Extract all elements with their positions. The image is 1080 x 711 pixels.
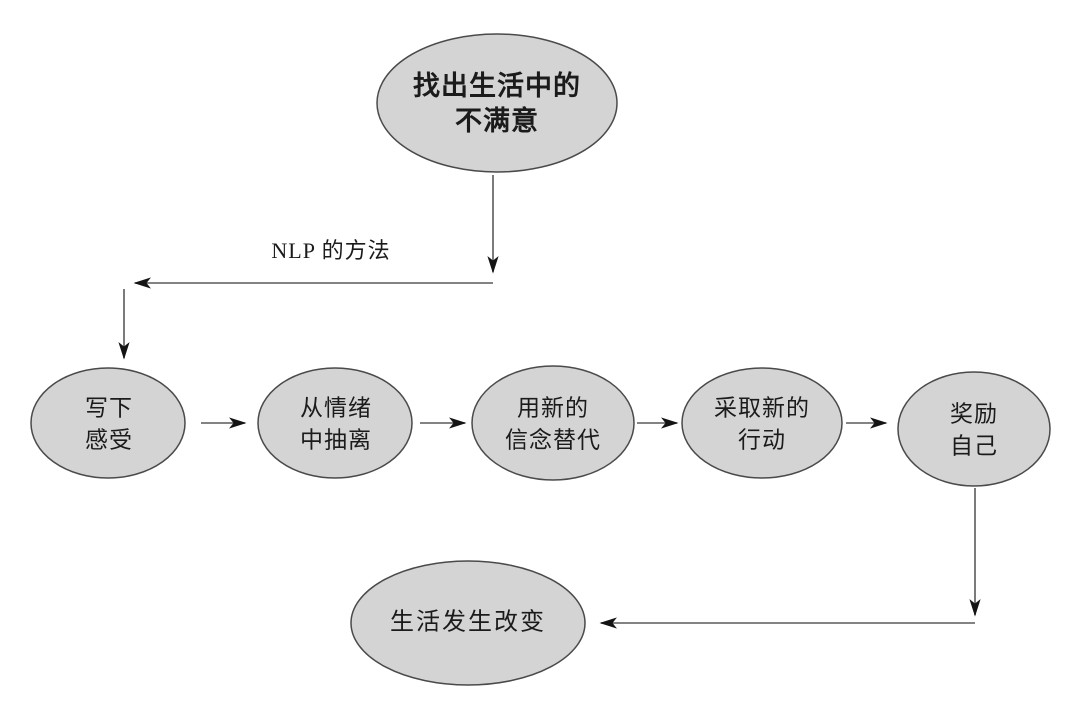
edges: [118, 175, 981, 629]
nlp-method-annotation: NLP 的方法: [271, 238, 391, 263]
node-step4-label: 采取新的 行动: [714, 395, 810, 452]
node-start-shape: [376, 33, 618, 173]
node-end-label: 生活发生改变: [390, 609, 546, 636]
node-step2-shape: [257, 367, 413, 479]
node-step1-label: 写下 感受: [85, 395, 133, 452]
node-step4-shape: [681, 367, 843, 479]
node-step5-shape: [897, 371, 1051, 487]
node-step3-label: 用新的 信念替代: [505, 395, 601, 452]
node-start-label: 找出生活中的 不满意: [413, 70, 581, 136]
node-step3-shape: [471, 365, 635, 481]
node-end-shape: [350, 560, 586, 686]
node-step2-label: 从情绪 中抽离: [300, 395, 372, 452]
nodes: [30, 33, 1051, 686]
node-step1-shape: [30, 367, 186, 479]
node-step5-label: 奖励 自己: [950, 401, 998, 458]
